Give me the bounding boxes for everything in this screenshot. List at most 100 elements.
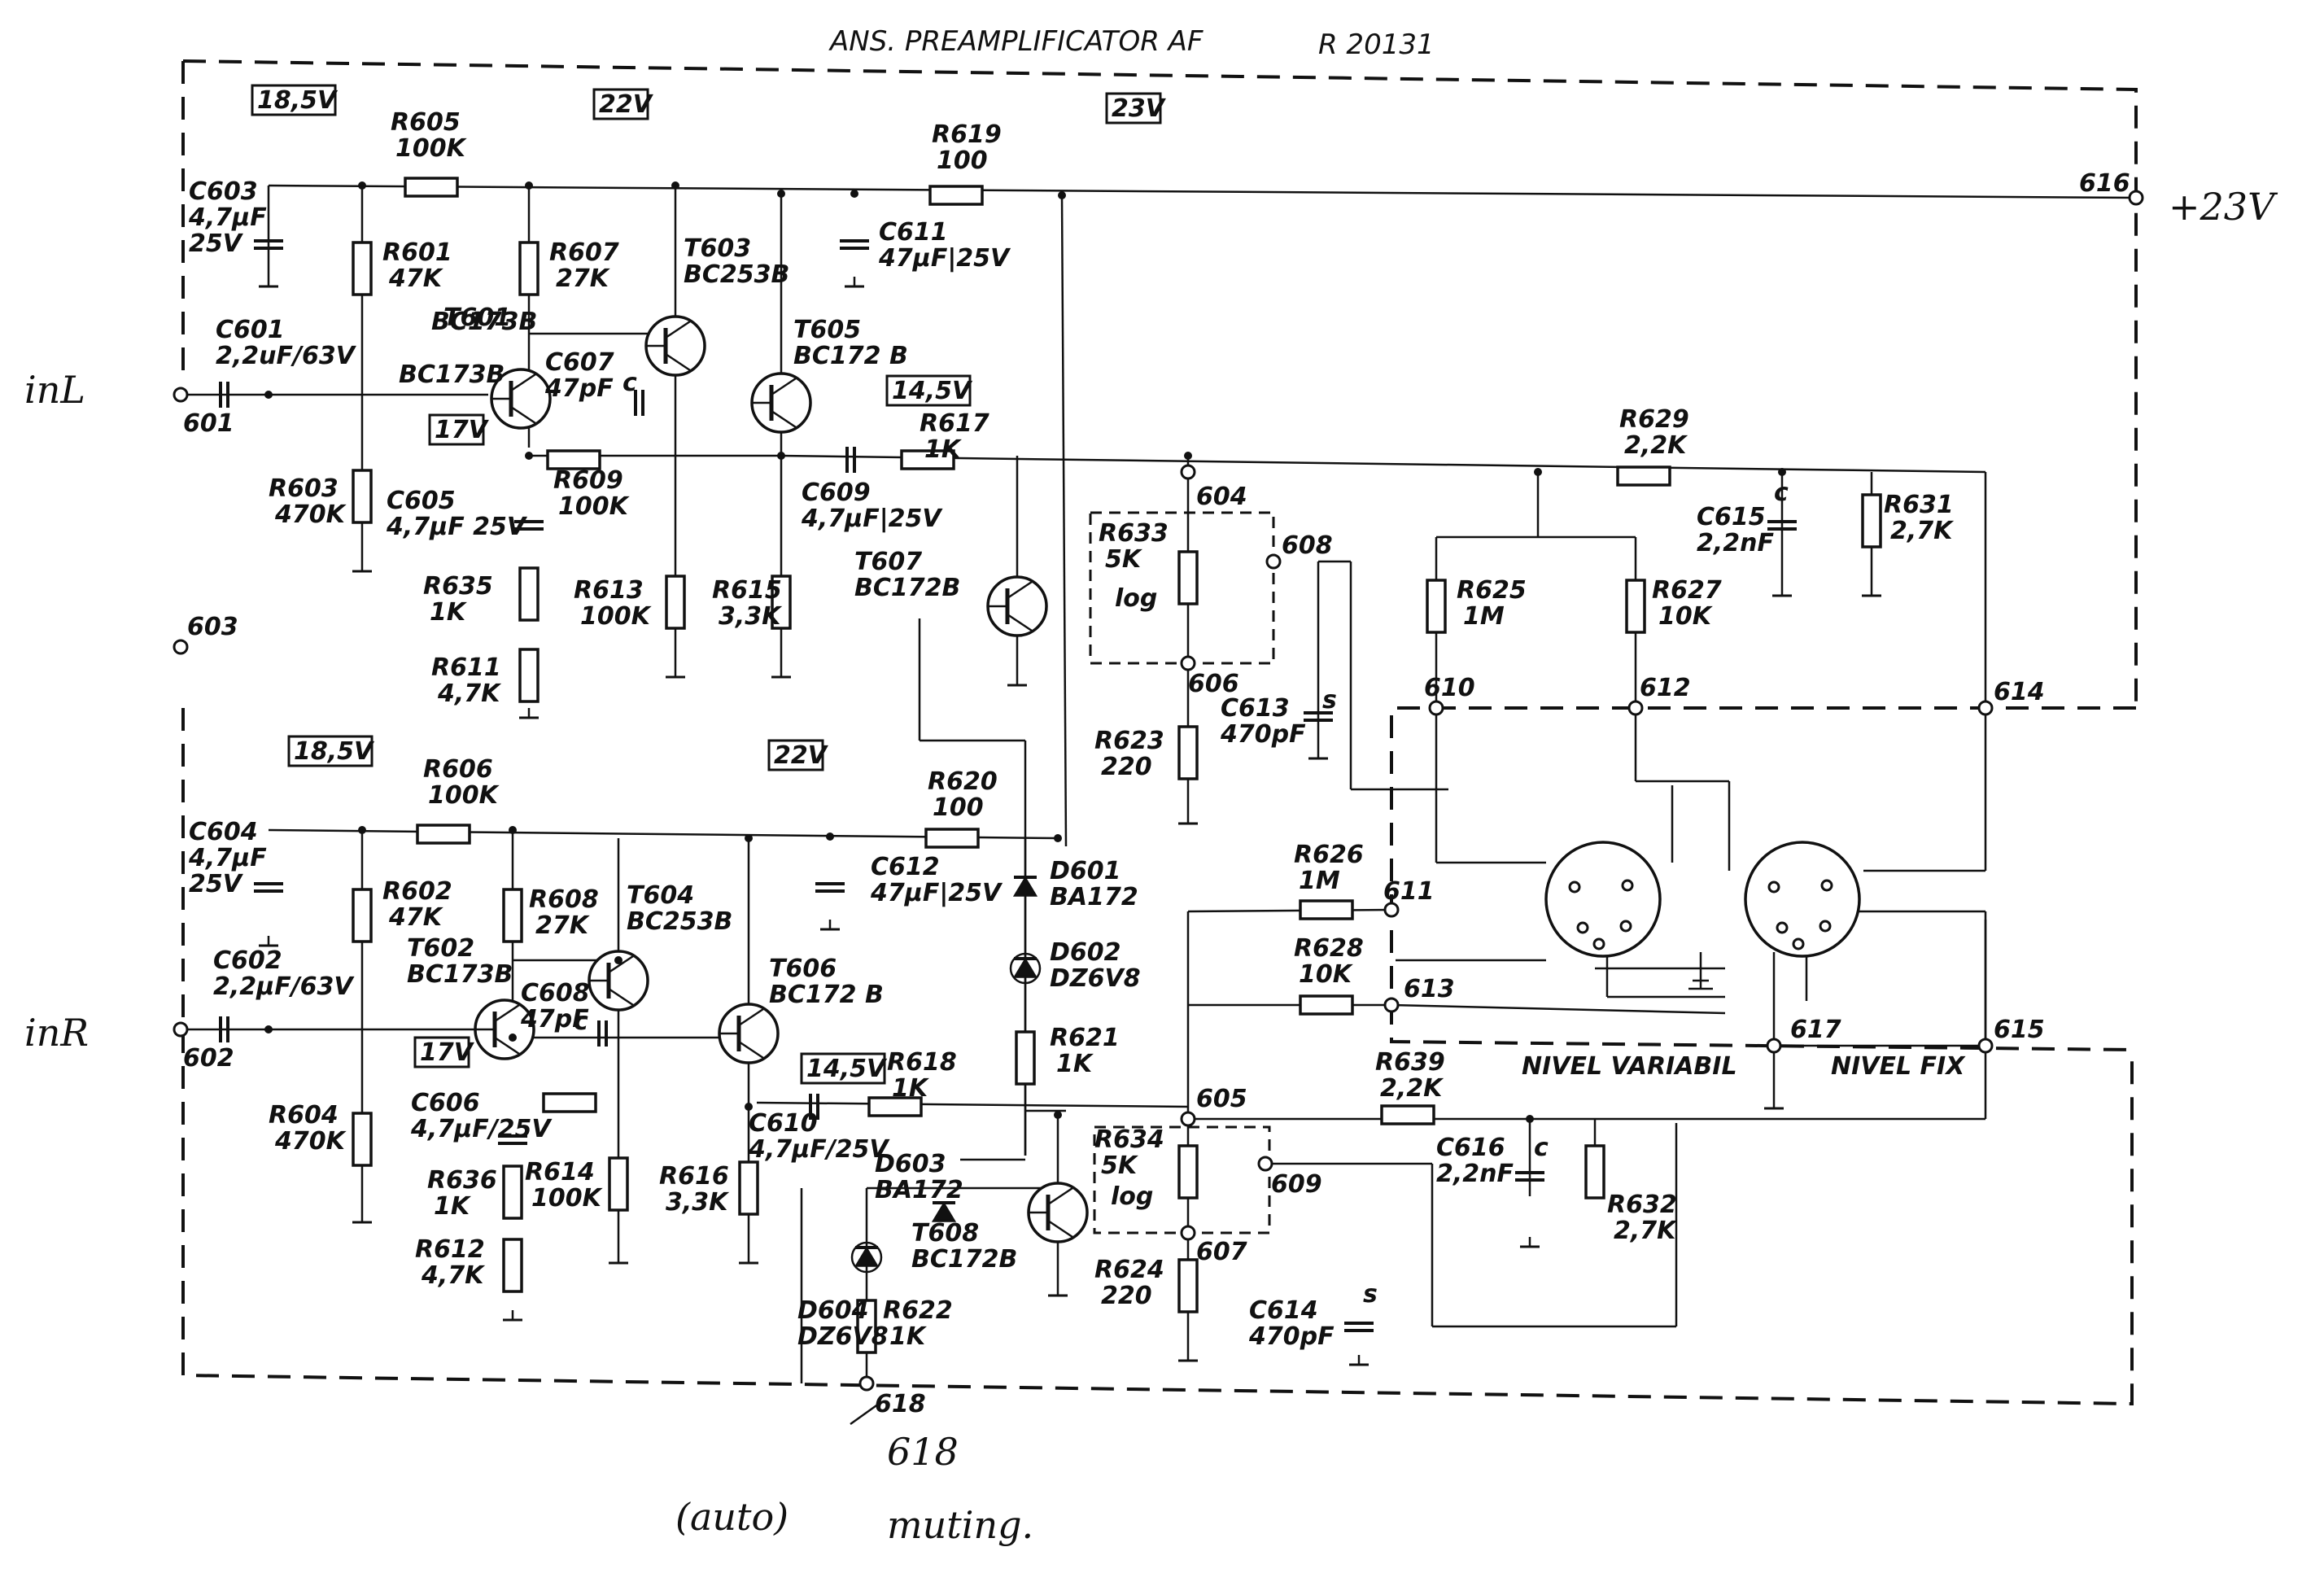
terminal-617-label: 617 xyxy=(1790,1016,1841,1044)
d603-type: BA172 xyxy=(875,1176,963,1204)
r636-value: 1K xyxy=(434,1192,472,1221)
terminal-601-label: 601 xyxy=(183,409,234,438)
output-connector-network xyxy=(1391,708,1987,1099)
r625-resistor xyxy=(1426,579,1447,634)
d604-type: DZ6V8 xyxy=(797,1322,889,1351)
c603-value: 4,7μF xyxy=(188,203,267,232)
r634-ref: R634 xyxy=(1094,1125,1164,1154)
drawing-number: R 20131 xyxy=(1318,28,1435,61)
handwritten-input-right: inR xyxy=(24,1011,89,1055)
terminal-603 xyxy=(173,639,189,655)
c614-value: 470pF xyxy=(1248,1322,1335,1351)
terminal-612 xyxy=(1627,700,1644,716)
c614-s: s xyxy=(1363,1280,1378,1309)
r616-value: 3,3K xyxy=(666,1188,730,1217)
d602-type: DZ6V8 xyxy=(1050,964,1141,993)
t604-ref: T604 xyxy=(627,881,694,910)
c609-value: 4,7μF|25V xyxy=(801,505,943,533)
voltage-v6: 18,5V xyxy=(294,737,375,766)
d602-ref: D602 xyxy=(1050,938,1121,967)
c616-ref: C616 xyxy=(1436,1134,1505,1162)
c612-value: 47μF|25V xyxy=(870,879,1003,907)
r626-value: 1M xyxy=(1299,867,1340,895)
r639-resistor xyxy=(1380,1104,1435,1125)
terminal-614 xyxy=(1977,700,1994,716)
voltage-v3: 23V xyxy=(1112,94,1167,123)
terminal-601 xyxy=(173,387,189,403)
r627-value: 10K xyxy=(1658,602,1714,631)
r619-resistor xyxy=(928,185,984,206)
r624-value: 220 xyxy=(1101,1282,1152,1310)
c612-ref: C612 xyxy=(871,853,940,881)
c611-ref: C611 xyxy=(879,218,948,247)
r633-value: 5K xyxy=(1105,545,1143,574)
label-nivel-fix: NIVEL FIX xyxy=(1831,1052,1966,1081)
c609-ref: C609 xyxy=(802,478,871,507)
r625-value: 1M xyxy=(1463,602,1505,631)
r633-law: log xyxy=(1115,584,1157,613)
handwritten-618: 618 xyxy=(887,1430,959,1474)
r615-resistor xyxy=(771,575,792,630)
r626-resistor xyxy=(1299,899,1354,920)
r636-resistor xyxy=(502,1165,523,1220)
t604-type: BC253B xyxy=(627,907,732,936)
r634-value: 5K xyxy=(1101,1151,1139,1180)
voltage-box-v3 xyxy=(1105,92,1162,125)
r623-ref: R623 xyxy=(1094,727,1164,755)
c613-value: 470pF xyxy=(1220,720,1306,749)
d604-diode xyxy=(854,1246,880,1267)
r601-value: 47K xyxy=(388,264,444,293)
voltage-box-v8 xyxy=(413,1036,470,1068)
r611-ref: R611 xyxy=(431,653,501,682)
r639-value: 2,2K xyxy=(1380,1074,1444,1103)
c602-value: 2,2μF/63V xyxy=(213,972,355,1001)
r609-ref: R609 xyxy=(553,466,623,495)
r614-ref: R614 xyxy=(525,1158,595,1186)
r625-ref: R625 xyxy=(1457,576,1527,605)
r631-value: 2,7K xyxy=(1890,517,1955,545)
terminal-616-label: 616 xyxy=(2079,169,2130,198)
c606-value: 4,7μF/25V xyxy=(410,1115,553,1143)
terminal-611-label: 611 xyxy=(1383,877,1435,906)
terminal-608-label: 608 xyxy=(1282,531,1333,560)
c614-ref: C614 xyxy=(1249,1296,1318,1325)
r624-ref: R624 xyxy=(1094,1256,1164,1284)
r608-resistor xyxy=(502,888,523,943)
r615-value: 3,3K xyxy=(719,602,783,631)
c603-voltage: 25V xyxy=(189,229,244,258)
r614-resistor xyxy=(608,1156,629,1212)
terminal-607-label: 607 xyxy=(1196,1238,1247,1266)
t606-ref: T606 xyxy=(769,955,837,983)
r609-resistor xyxy=(546,449,601,470)
r617-value: 1K xyxy=(924,435,963,464)
r618-value: 1K xyxy=(892,1074,930,1103)
terminal-611 xyxy=(1383,902,1400,918)
r621-resistor xyxy=(1015,1030,1036,1086)
t608-type: BC172B xyxy=(911,1245,1017,1274)
r635-value: 1K xyxy=(430,598,468,627)
r633-ref: R633 xyxy=(1099,519,1169,548)
t607-ref: T607 xyxy=(854,548,922,576)
din-connector-variable xyxy=(1544,841,1662,958)
terminal-612-label: 612 xyxy=(1640,674,1691,702)
handwritten-input-left: inL xyxy=(24,368,85,412)
c601-ref: C601 xyxy=(216,316,285,344)
t605-type: BC172 B xyxy=(793,342,908,370)
d604-ref: D604 xyxy=(797,1296,869,1325)
r604-value: 470K xyxy=(274,1127,347,1156)
r617-ref: R617 xyxy=(920,409,989,438)
r607-resistor xyxy=(518,241,540,296)
r631-ref: R631 xyxy=(1884,491,1954,519)
terminal-613 xyxy=(1383,997,1400,1013)
r608-ref: R608 xyxy=(529,885,599,914)
r602-resistor xyxy=(352,888,373,943)
terminal-617 xyxy=(1766,1038,1782,1054)
terminal-609 xyxy=(1257,1156,1273,1172)
r613-value: 100K xyxy=(580,602,653,631)
c610-ref: C610 xyxy=(749,1109,818,1138)
r605-value: 100K xyxy=(395,134,468,163)
r629-value: 2,2K xyxy=(1624,431,1688,460)
d601-ref: D601 xyxy=(1050,857,1121,885)
handwritten-muting: muting. xyxy=(887,1503,1033,1547)
r608-value: 27K xyxy=(535,911,591,940)
